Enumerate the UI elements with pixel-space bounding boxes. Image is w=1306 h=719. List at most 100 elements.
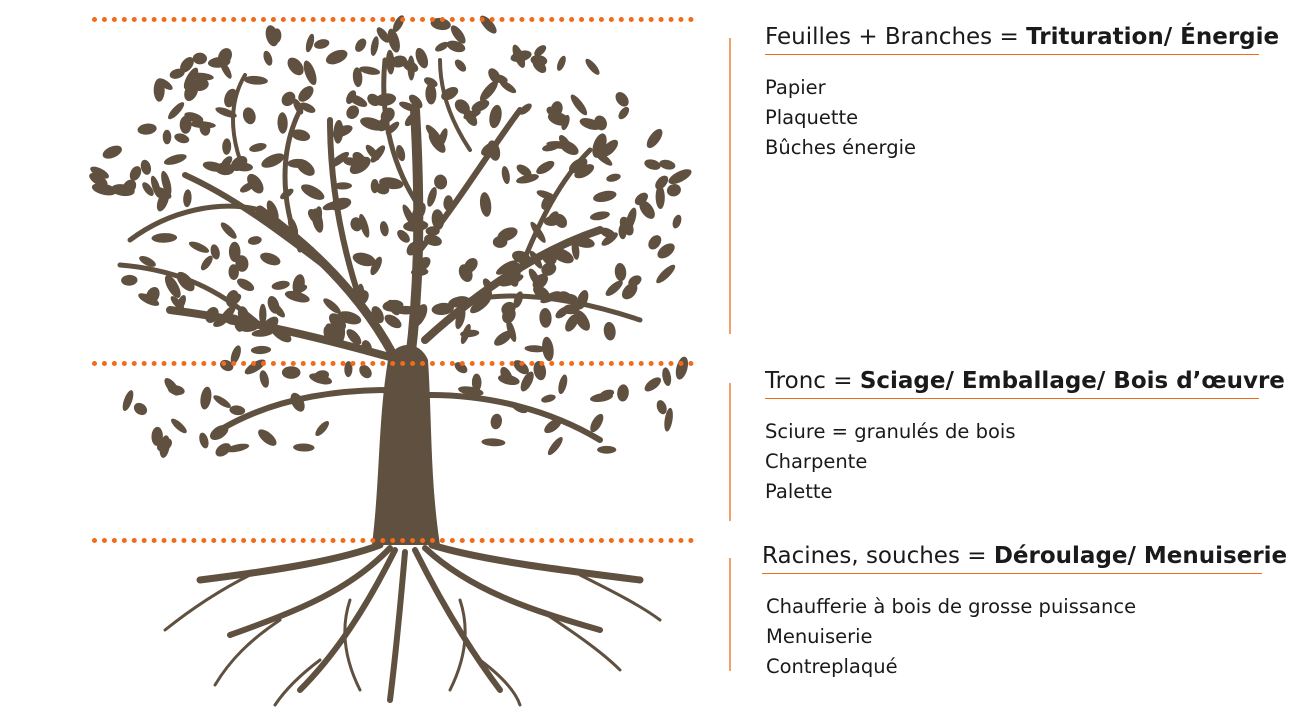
leaf-shape (346, 105, 360, 119)
leaf-shape (589, 211, 610, 221)
leaf-shape (151, 233, 178, 243)
leaf-shape (600, 389, 615, 398)
leaf-shape (386, 49, 395, 75)
leaf-shape (367, 93, 380, 107)
leaf-shape (180, 57, 194, 73)
leaf-shape (230, 345, 241, 365)
leaf-shape (218, 48, 232, 65)
leaf-shape (129, 166, 142, 181)
root-shape (538, 608, 622, 672)
leaf-shape (314, 39, 330, 49)
root-shape (297, 547, 398, 693)
section-trunk: Tronc = Sciage/ Emballage/ Bois d’œuvre … (765, 368, 1285, 507)
leaf-shape (350, 217, 363, 232)
leaf-shape (534, 45, 547, 57)
leaf-shape (605, 280, 623, 296)
list-item: Papier (765, 76, 826, 99)
section-title-plain: Feuilles + Branches = (765, 24, 1027, 50)
root-shape (422, 545, 603, 633)
leaf-shape (189, 121, 216, 129)
leaf-shape (243, 75, 268, 85)
leaf-shape (247, 173, 264, 194)
leaf-shape (284, 290, 310, 303)
leaf-shape (558, 374, 568, 395)
root-shape (227, 545, 393, 638)
leaf-shape (657, 243, 675, 259)
root-shape (273, 658, 322, 707)
leaf-shape (541, 262, 557, 276)
leaf-shape (153, 78, 165, 102)
list-item: Palette (765, 480, 833, 503)
leaf-shape (287, 57, 304, 76)
leaf-shape (384, 314, 402, 329)
leaf-shape (229, 405, 246, 416)
leaf-shape (200, 255, 213, 271)
leaf-shape (499, 80, 517, 94)
leaf-shape (346, 329, 362, 345)
leaf-shape (199, 432, 209, 449)
leaf-shape (506, 319, 517, 342)
list-item: Sciure = granulés de bois (765, 420, 1016, 443)
leaf-shape (520, 371, 534, 392)
leaf-shape (277, 112, 288, 134)
list-item: Charpente (765, 450, 868, 473)
section-items: Papier Plaquette Bûches énergie (765, 73, 1259, 163)
root-shape (412, 547, 503, 693)
leaf-shape (202, 161, 224, 172)
leaf-shape (662, 367, 672, 386)
leaf-shape (228, 264, 239, 280)
leaf-shape (122, 390, 134, 412)
leaf-shape (644, 159, 661, 170)
leaf-shape (617, 384, 629, 402)
section-bar-1 (729, 38, 731, 334)
leaf-shape (625, 207, 637, 231)
leaf-shape (593, 149, 613, 166)
leaf-shape (291, 129, 311, 142)
leaf-shape (267, 295, 280, 314)
leaf-shape (585, 58, 600, 75)
leaf-shape (121, 274, 138, 286)
leaf-shape (415, 47, 429, 69)
leaf-shape (315, 420, 330, 437)
leaf-shape (271, 280, 290, 290)
leaf-shape (365, 144, 380, 161)
leaf-shape (425, 124, 444, 145)
leaf-shape (91, 183, 117, 196)
section-title-plain: Racines, souches = (762, 543, 994, 569)
leaf-shape (250, 345, 272, 355)
leaf-shape (648, 235, 662, 250)
leaf-shape (222, 138, 232, 155)
leaf-shape (133, 402, 148, 416)
leaf-shape (163, 154, 187, 165)
leaf-shape (407, 55, 415, 81)
leaf-shape (139, 255, 156, 267)
leaf-shape (481, 438, 506, 447)
leaf-shape (546, 106, 561, 118)
leaf-shape (259, 303, 267, 326)
leaf-shape (458, 386, 484, 396)
leaf-shape (516, 174, 539, 184)
leaf-shape (298, 86, 314, 102)
tree-canopy (89, 15, 692, 458)
leaf-shape (376, 27, 390, 43)
leaf-shape (230, 155, 248, 172)
root-shape (163, 573, 252, 632)
leaf-shape (215, 443, 231, 457)
leaf-shape (497, 227, 518, 242)
leaf-shape (349, 156, 371, 175)
leaf-shape (524, 345, 547, 353)
leaf-shape (656, 400, 667, 415)
leaf-shape (260, 252, 281, 266)
leaf-shape (561, 114, 570, 131)
leaf-shape (352, 67, 363, 88)
leaf-shape (460, 323, 471, 345)
leaf-shape (664, 407, 673, 432)
leaf-shape (656, 264, 676, 284)
leaf-shape (247, 236, 262, 245)
leaf-shape (192, 52, 207, 65)
leaf-shape (293, 443, 315, 452)
section-title-bold: Déroulage/ Menuiserie (993, 543, 1288, 569)
list-item: Menuiserie (766, 625, 873, 648)
leaf-shape (161, 170, 172, 196)
leaf-shape (281, 366, 301, 379)
